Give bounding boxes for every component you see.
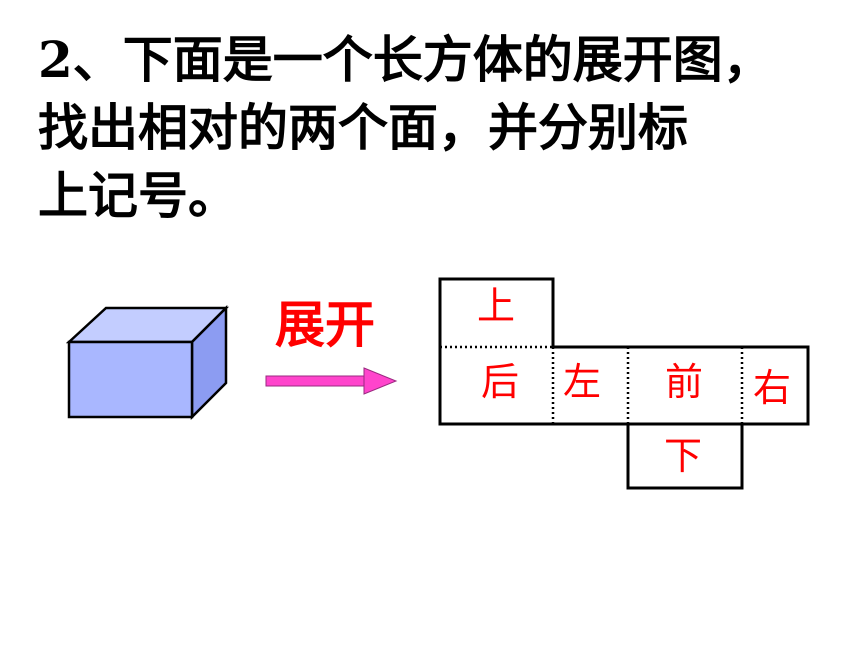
face-label-front: 前 xyxy=(664,360,703,404)
cuboid-front-face xyxy=(67,340,194,419)
face-label-bottom: 下 xyxy=(663,434,702,478)
question-line-1-text: 、下面是一个长方体的展开图， xyxy=(72,31,773,89)
face-label-right: 右 xyxy=(752,366,791,410)
face-label-top: 上 xyxy=(476,284,515,328)
question-line-3: 上记号。 xyxy=(38,167,238,225)
cuboid-figure xyxy=(66,305,230,420)
net-strip-outline xyxy=(438,345,810,426)
face-label-left: 左 xyxy=(562,360,601,404)
net-top-face-outline xyxy=(438,277,555,347)
arrow-icon xyxy=(265,367,398,395)
question-line-2: 找出相对的两个面，并分别标 xyxy=(38,99,688,157)
net-bottom-face-outline xyxy=(626,424,744,490)
question-number: 2 xyxy=(38,30,73,89)
question-line-1: 2、下面是一个长方体的展开图， xyxy=(38,26,853,94)
cuboid-net xyxy=(438,277,810,490)
expand-label: 展开 xyxy=(275,296,375,354)
question-text: 2、下面是一个长方体的展开图， 找出相对的两个面，并分别标 上记号。 xyxy=(38,26,853,230)
face-label-back: 后 xyxy=(480,360,519,404)
